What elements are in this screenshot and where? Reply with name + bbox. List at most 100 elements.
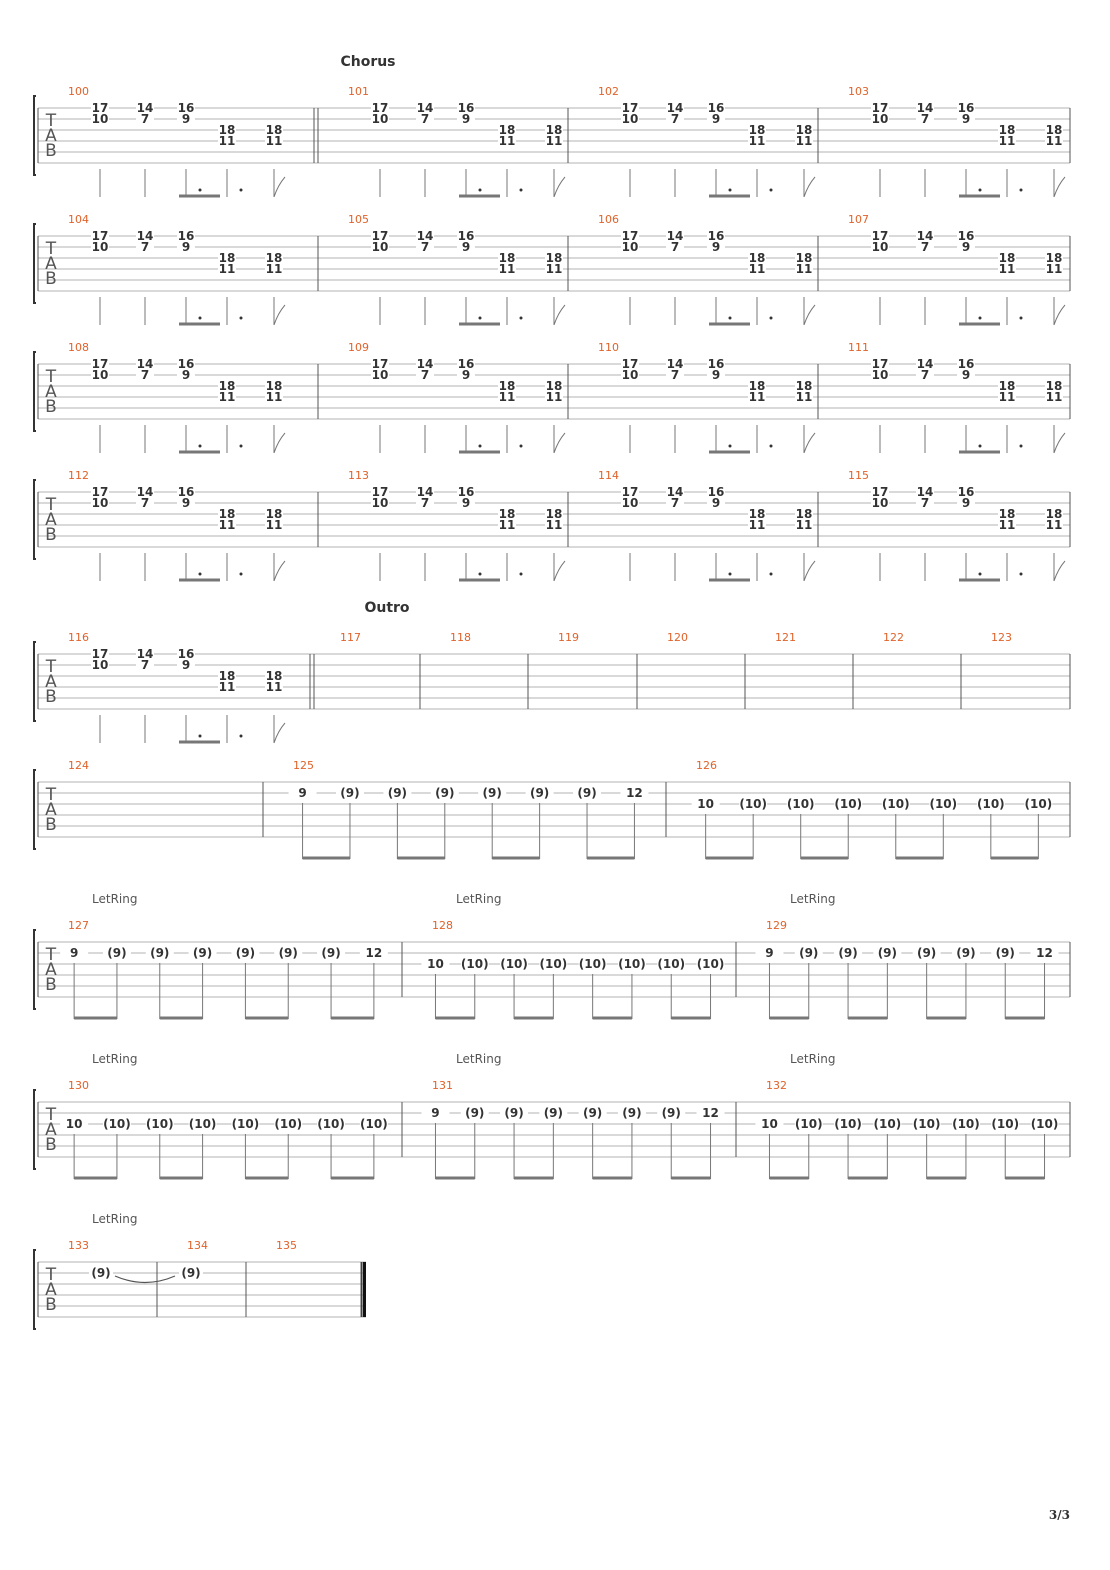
fret-number: 16 <box>178 101 195 115</box>
measure-number: 105 <box>348 213 369 226</box>
measure-number: 128 <box>432 919 453 932</box>
system-bracket <box>33 769 36 850</box>
note-bg <box>145 947 174 959</box>
note-bg <box>1030 1118 1059 1130</box>
note-bg <box>265 380 283 392</box>
fret-number: (9) <box>530 786 549 800</box>
fret-number: 17 <box>622 357 639 371</box>
note-flag <box>1053 304 1066 326</box>
fret-number: 14 <box>917 229 934 243</box>
fret-number: 18 <box>749 123 766 137</box>
fret-number: 17 <box>372 485 389 499</box>
fret-number: 17 <box>622 101 639 115</box>
fret-number: 18 <box>499 123 516 137</box>
note-bg <box>177 230 195 242</box>
let-ring-marker: LetRing <box>456 892 501 906</box>
note-bg <box>755 1118 784 1130</box>
dot-marker <box>519 188 523 192</box>
fret-number: 16 <box>708 101 725 115</box>
measure-122: 122 <box>883 631 904 644</box>
dot-marker <box>1019 316 1023 320</box>
let-ring-marker: LetRing <box>790 892 835 906</box>
fret-number: 14 <box>137 485 154 499</box>
fret-number: 11 <box>1046 390 1063 404</box>
note-flag <box>553 432 566 454</box>
fret-number: 11 <box>999 518 1016 532</box>
fret-number: 11 <box>266 680 283 694</box>
fret-number: 11 <box>796 390 813 404</box>
note-bg <box>460 1107 489 1119</box>
measure-number: 121 <box>775 631 796 644</box>
note-bg <box>578 958 607 970</box>
fret-number: (10) <box>977 797 1005 811</box>
note-bg <box>371 369 389 381</box>
fret-number: 11 <box>546 518 563 532</box>
note-bg <box>871 369 889 381</box>
note-bg <box>457 358 475 370</box>
fret-number: 11 <box>499 518 516 532</box>
note-bg <box>371 497 389 509</box>
note-bg <box>666 241 684 253</box>
fret-number: (10) <box>834 797 862 811</box>
measure-number: 109 <box>348 341 369 354</box>
fret-number: 16 <box>958 485 975 499</box>
fret-number: 9 <box>431 1106 439 1120</box>
note-bg <box>265 681 283 693</box>
dot-marker <box>519 316 523 320</box>
note-bg <box>871 113 889 125</box>
fret-number: 11 <box>266 134 283 148</box>
fret-number: 17 <box>372 101 389 115</box>
measure-number: 129 <box>766 919 787 932</box>
note-bg <box>274 1118 303 1130</box>
note-bg <box>457 497 475 509</box>
fret-number: (10) <box>540 957 568 971</box>
fret-number: 16 <box>708 485 725 499</box>
note-bg <box>500 958 529 970</box>
note-bg <box>621 486 639 498</box>
tab-clef-letter: T <box>45 945 57 965</box>
fret-number: (9) <box>181 1266 200 1280</box>
note-bg <box>1024 798 1053 810</box>
note-bg <box>498 519 516 531</box>
note-bg <box>621 230 639 242</box>
fret-number: (9) <box>107 946 126 960</box>
fret-number: (9) <box>917 946 936 960</box>
note-bg <box>91 648 109 660</box>
note-bg <box>457 230 475 242</box>
note-bg <box>794 1118 823 1130</box>
note-bg <box>621 113 639 125</box>
note-bg <box>834 798 863 810</box>
note-bg <box>218 670 236 682</box>
note-bg <box>539 1107 568 1119</box>
dot-marker <box>978 572 982 576</box>
fret-number: 18 <box>749 507 766 521</box>
measure-number: 113 <box>348 469 369 482</box>
tab-clef-letter: A <box>45 1120 57 1140</box>
fret-number: 10 <box>697 797 714 811</box>
measure-number: 108 <box>68 341 89 354</box>
note-bg <box>916 486 934 498</box>
fret-number: 14 <box>137 229 154 243</box>
fret-number: 7 <box>921 368 929 382</box>
staff-system: TAB1041710147169181118111051710147169181… <box>33 213 1071 326</box>
tab-clef-letter: A <box>45 672 57 692</box>
dot-marker <box>728 444 732 448</box>
fret-number: 16 <box>458 101 475 115</box>
note-bg <box>545 263 563 275</box>
fret-number: 18 <box>499 379 516 393</box>
measure-number: 111 <box>848 341 869 354</box>
fret-number: 16 <box>958 357 975 371</box>
note-bg <box>748 135 766 147</box>
note-bg <box>231 947 260 959</box>
note-flag <box>803 560 816 582</box>
note-bg <box>998 391 1016 403</box>
dot-marker <box>1019 188 1023 192</box>
dot-marker <box>198 734 202 738</box>
note-bg <box>430 787 459 799</box>
fret-number: (9) <box>435 786 454 800</box>
note-bg <box>498 135 516 147</box>
note-bg <box>265 124 283 136</box>
